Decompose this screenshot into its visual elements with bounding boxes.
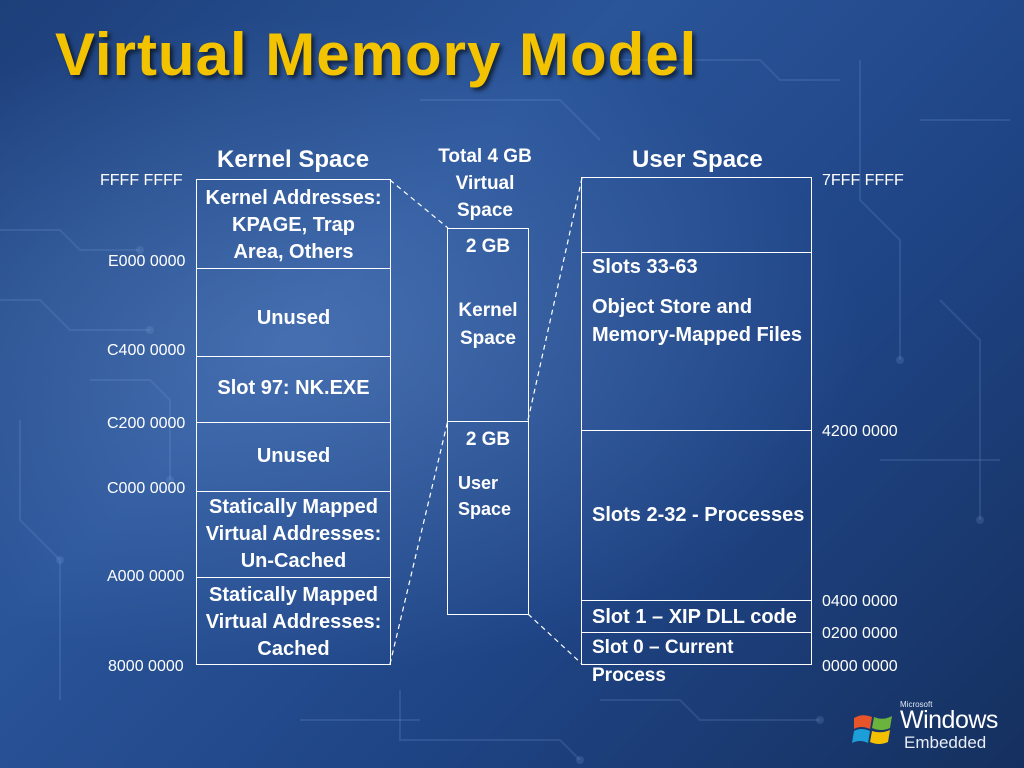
user-half-line: Space <box>458 499 512 519</box>
region-unused-lower: Unused <box>197 422 390 491</box>
region-line: KPAGE, Trap <box>232 214 355 236</box>
logo-name: Windows <box>900 706 998 734</box>
region-user-top <box>582 178 811 252</box>
address-label: FFFF FFFF <box>100 172 183 189</box>
address-label: C000 0000 <box>107 480 186 497</box>
total-user-half: 2 GB User Space <box>448 421 528 614</box>
region-unused-upper: Unused <box>197 268 390 356</box>
address-label: 4200 0000 <box>822 423 898 440</box>
page-title: Virtual Memory Model <box>55 21 698 88</box>
region-slot-1: Slot 1 – XIP DLL code <box>582 600 811 632</box>
address-label: 7FFF FFFF <box>822 172 904 189</box>
kernel-half-size: 2 GB <box>465 236 511 257</box>
address-label: E000 0000 <box>108 253 186 270</box>
total-space-map: 2 GB Kernel Space 2 GB User Space <box>447 228 529 615</box>
address-label: C400 0000 <box>107 342 186 359</box>
kernel-bottom-connector <box>389 419 449 665</box>
logo-brand-small: Microsoft <box>900 700 933 709</box>
region-line: Memory-Mapped Files <box>592 324 803 346</box>
region-line: Unused <box>256 445 331 467</box>
kernel-top-connector <box>389 179 449 229</box>
windows-flag-icon <box>852 715 892 744</box>
region-line: Slots 2-32 - Processes <box>592 504 805 526</box>
kernel-space-header: Kernel Space <box>217 146 370 173</box>
address-label: 8000 0000 <box>108 658 184 675</box>
region-slot-97: Slot 97: NK.EXE <box>197 356 390 422</box>
total-header-line: Total 4 GB <box>438 146 532 167</box>
kernel-space-map: Kernel Addresses: KPAGE, Trap Area, Othe… <box>196 179 391 665</box>
region-line: Slots 33-63 <box>592 256 698 278</box>
address-label: 0000 0000 <box>822 658 898 675</box>
windows-embedded-logo: Microsoft Windows Embedded <box>848 700 1018 760</box>
address-label: 0200 0000 <box>822 625 898 642</box>
region-line: Cached <box>257 638 330 660</box>
logo-edition: Embedded <box>904 733 987 752</box>
region-line: Statically Mapped <box>209 584 378 606</box>
region-line: Statically Mapped <box>209 496 378 518</box>
region-kernel-addresses: Kernel Addresses: KPAGE, Trap Area, Othe… <box>197 180 390 268</box>
region-line: Virtual Addresses: <box>205 611 382 633</box>
region-line: Area, Others <box>233 241 354 263</box>
total-header-line: Virtual <box>455 173 515 194</box>
region-slots-2-32: Slots 2-32 - Processes <box>582 430 811 600</box>
user-half-line: User <box>458 473 499 493</box>
kernel-half-line: Kernel <box>458 300 518 321</box>
region-uncached: Statically Mapped Virtual Addresses: Un-… <box>197 491 390 577</box>
region-line: Slot 1 – XIP DLL code <box>592 606 797 628</box>
region-line: Unused <box>256 307 331 329</box>
region-line: Virtual Addresses: <box>205 523 382 545</box>
region-slots-33-63: Slots 33-63 Object Store and Memory-Mapp… <box>582 252 811 430</box>
total-space-header: Total 4 GB Virtual Space <box>430 143 540 224</box>
user-space-header: User Space <box>632 146 763 173</box>
total-header-line: Space <box>457 200 513 221</box>
region-line: Kernel Addresses: <box>205 187 382 209</box>
region-line: Un-Cached <box>240 550 347 572</box>
region-line: Slot 0 – Current Process <box>592 637 734 686</box>
region-cached: Statically Mapped Virtual Addresses: Cac… <box>197 577 390 664</box>
address-label: 0400 0000 <box>822 593 898 610</box>
address-label: A000 0000 <box>107 568 185 585</box>
region-line: Object Store and <box>592 296 753 318</box>
total-kernel-half: 2 GB Kernel Space <box>448 229 528 421</box>
user-space-map: Slots 33-63 Object Store and Memory-Mapp… <box>581 177 812 686</box>
address-label: C200 0000 <box>107 415 186 432</box>
user-bottom-connector <box>527 613 583 665</box>
region-line: Slot 97: NK.EXE <box>217 377 370 399</box>
region-slot-0: Slot 0 – Current Process <box>582 632 811 686</box>
kernel-half-line: Space <box>460 328 516 349</box>
user-half-size: 2 GB <box>465 429 511 450</box>
